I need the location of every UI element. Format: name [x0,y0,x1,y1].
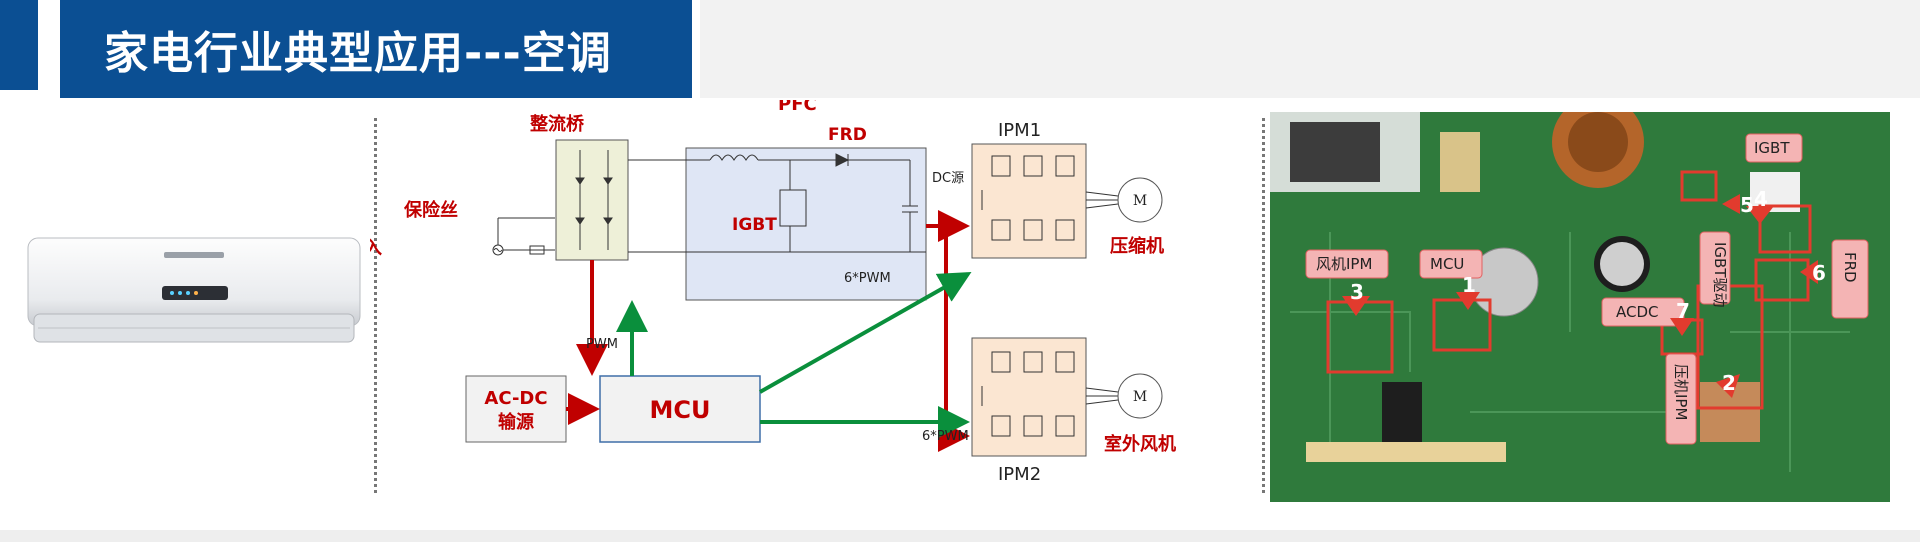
pcb-num-5: 5 [1740,193,1754,217]
acdc-power-block [465,375,567,443]
motor-label-fan: M [1133,389,1147,405]
pcb-label-mcu: MCU [1430,255,1464,273]
system-block-diagram: 交流输入 保险丝 整流桥 PFC FRD IGBT DC源 IPM1 IPM2 … [370,100,1176,485]
bottom-band [0,530,1920,542]
title-bar: 家电行业典型应用---空调 [60,0,692,98]
pcb-num-6: 6 [1812,261,1826,285]
pcb-callout-labels: 风机IPM MCU ACDC IGBT IGBT驱动 FRD 压机IPM [1316,139,1859,420]
ipm2-block [971,337,1087,457]
ac-input-source [492,217,555,256]
pcb-label-comp-ipm: 压机IPM [1672,364,1690,420]
ipm1-circuit [981,155,1119,241]
pcb-label-acdc: ACDC [1616,303,1659,321]
page-title: 家电行业典型应用---空调 [104,28,612,79]
pcb-label-fan-ipm: 风机IPM [1316,255,1372,273]
label-mcu: MCU [650,396,711,424]
divider-right [1262,118,1265,493]
pcb-label-frd: FRD [1841,252,1859,283]
label-6pwm-bottom: 6*PWM [922,429,969,444]
label-igbt: IGBT [732,215,777,235]
label-pfc: PFC [778,100,817,115]
label-ipm1: IPM1 [998,120,1041,141]
pcb-num-1: 1 [1462,273,1476,297]
label-dc-source: DC源 [932,171,964,186]
fan-motor-icon [1117,373,1163,419]
pcb-callout-arrows [1342,194,1818,398]
label-ipm2: IPM2 [998,464,1041,485]
label-acdc-line2: 输源 [498,411,534,433]
label-acdc-line1: AC-DC [484,388,547,409]
arrow-dc-bus [926,224,970,452]
label-rectifier: 整流桥 [529,113,585,135]
label-ac-input: 交流输入 [370,237,382,259]
air-conditioner-image [27,237,361,343]
pcb-num-2: 2 [1722,371,1736,395]
pcb-label-igbt-driver: IGBT驱动 [1711,242,1729,308]
pcb-callout-tags [1305,133,1869,445]
label-pwm: PWM [586,337,618,352]
mcu-block [599,375,761,443]
pcb-label-igbt: IGBT [1754,139,1790,157]
label-6pwm-top: 6*PWM [844,271,891,286]
pcb-num-3: 3 [1350,280,1364,304]
label-compressor: 压缩机 [1110,235,1164,257]
arrow-mcu-to-ipm1-pwm [759,272,972,394]
label-fuse: 保险丝 [403,199,458,221]
rectifier-bridge [555,139,629,261]
rectifier-diodes [575,150,613,250]
header-accent-block [0,0,38,90]
header-gray-band [700,0,1920,98]
pfc-circuit [628,153,926,253]
ipm2-circuit [981,351,1119,437]
fuse-symbol [529,245,545,255]
divider-left [374,118,377,493]
label-outdoor-fan: 室外风机 [1104,433,1176,455]
pcb-num-7: 7 [1676,299,1690,323]
pcb-photo: 风机IPM MCU ACDC IGBT IGBT驱动 FRD 压机IPM 3 1… [1270,112,1890,502]
label-frd: FRD [828,125,867,145]
ipm1-block [971,143,1087,259]
compressor-motor-icon [1117,177,1163,223]
motor-label-compressor: M [1133,193,1147,209]
pcb-num-4: 4 [1754,187,1768,211]
pcb-callout-numbers: 3 1 7 4 5 6 2 [1350,187,1826,395]
